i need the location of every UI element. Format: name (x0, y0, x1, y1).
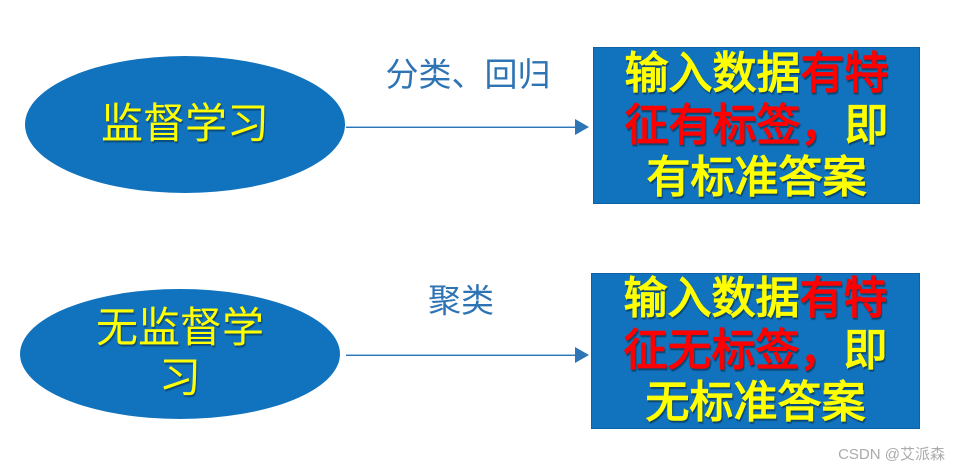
result-segment: 有标准答案 (646, 152, 867, 202)
arrowhead-icon (575, 347, 589, 363)
watermark: CSDN @艾派森 (838, 446, 945, 463)
unsupervised-result-box: 输入数据有特 征无标签，即 无标准答案 (591, 273, 920, 429)
result-line: 输入数据有特 (624, 273, 888, 325)
node-label: 监督学习 (100, 101, 269, 148)
result-line: 有标准答案 (647, 152, 867, 204)
arrow-supervised (346, 119, 590, 135)
result-segment: 无标准答案 (645, 378, 866, 427)
arrow-unsupervised (346, 347, 590, 363)
arrow-label-classification-regression: 分类、回归 (385, 58, 551, 94)
result-segment: 输入数据 (624, 48, 801, 98)
node-label: 无监督学 习 (95, 306, 264, 402)
result-segment: 有特 (799, 274, 888, 323)
result-line: 输入数据有特 (625, 48, 889, 100)
supervised-learning-node: 监督学习 (25, 56, 345, 193)
result-line: 无标准答案 (646, 377, 866, 429)
arrow-shaft (346, 126, 576, 128)
unsupervised-learning-node: 无监督学 习 (20, 289, 340, 419)
supervised-result-box: 输入数据有特 征有标签，即 有标准答案 (593, 47, 920, 204)
result-segment: 征无标签， (623, 326, 844, 375)
result-line: 征有标签，即 (625, 100, 889, 152)
result-segment: 有特 (800, 48, 889, 98)
result-segment: 征有标签， (624, 100, 845, 150)
arrowhead-icon (575, 119, 589, 135)
result-segment: 即 (843, 326, 888, 375)
result-line: 征无标签，即 (624, 325, 888, 377)
arrow-shaft (346, 354, 576, 356)
arrow-label-clustering: 聚类 (428, 284, 494, 320)
result-segment: 输入数据 (623, 274, 800, 323)
result-segment: 即 (844, 100, 889, 150)
